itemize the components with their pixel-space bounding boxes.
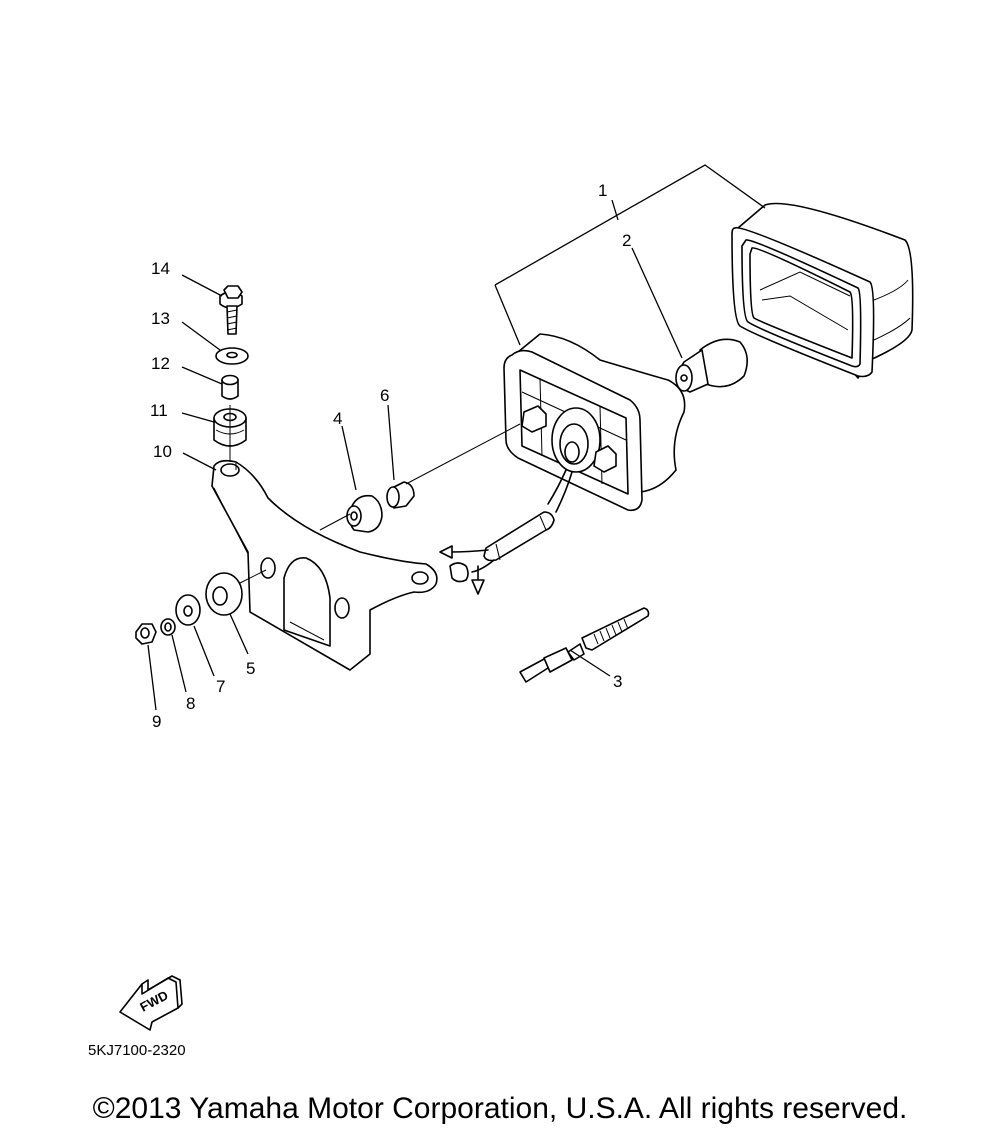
callout-14: 14 <box>151 259 170 278</box>
callout-10: 10 <box>153 442 172 461</box>
bracket-washer <box>215 347 249 365</box>
collar <box>386 481 415 509</box>
bracket-collar <box>221 374 239 400</box>
callout-9: 9 <box>152 712 161 731</box>
callout-8: 8 <box>186 694 195 713</box>
callout-2: 2 <box>622 231 631 250</box>
callout-7: 7 <box>216 677 225 696</box>
callout-labels: 1 2 3 4 5 6 7 8 9 10 11 12 13 14 <box>150 181 631 731</box>
callout-6: 6 <box>380 386 389 405</box>
nut <box>135 623 157 645</box>
tail-light-housing <box>503 333 686 513</box>
bulb <box>675 338 748 393</box>
diagram-code: 5KJ7100-2320 <box>88 1042 186 1059</box>
flange-bolt <box>219 285 243 335</box>
callout-3: 3 <box>613 672 622 691</box>
callout-4: 4 <box>333 409 342 428</box>
grommet <box>346 494 383 533</box>
plain-washer <box>175 594 201 626</box>
leader-lines <box>147 164 766 711</box>
cable-tie <box>519 607 650 683</box>
tail-light-lens <box>731 202 914 379</box>
callout-12: 12 <box>151 354 170 373</box>
wire-harness <box>439 511 555 595</box>
lock-washer <box>160 618 176 636</box>
fwd-arrow-icon: FWD <box>119 975 183 1031</box>
callout-13: 13 <box>151 309 170 328</box>
callout-5: 5 <box>246 659 255 678</box>
copyright-notice: ©2013 Yamaha Motor Corporation, U.S.A. A… <box>92 1092 908 1125</box>
bracket <box>211 459 438 671</box>
callout-11: 11 <box>150 401 168 420</box>
damper <box>205 572 243 616</box>
callout-1: 1 <box>598 181 607 200</box>
